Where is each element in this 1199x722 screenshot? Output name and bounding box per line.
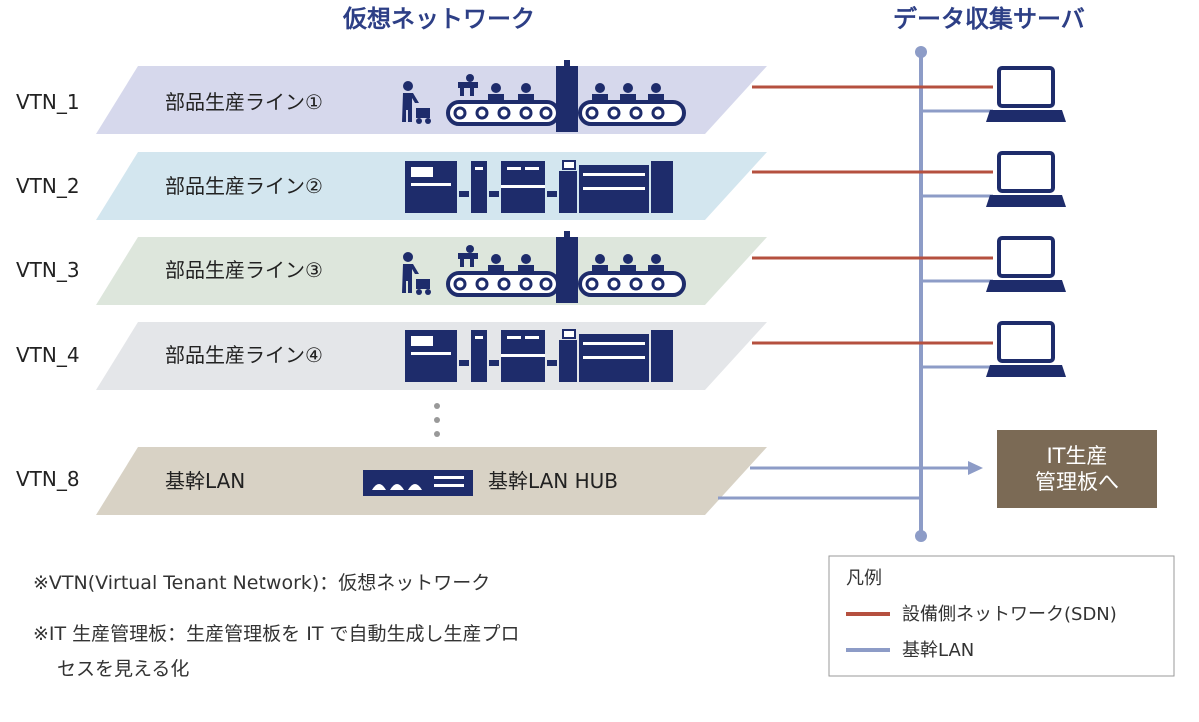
- vtn-label: VTN_8: [16, 467, 80, 491]
- backbone-bottom-node: [915, 530, 927, 542]
- layer-vtn-3: VTN_3 部品生産ライン③: [16, 229, 1068, 305]
- machine-line-icon: [404, 160, 674, 214]
- it-board-line2: 管理板へ: [1035, 470, 1119, 494]
- layer-label: 部品生産ライン②: [165, 174, 323, 198]
- ellipsis-dots: [434, 403, 440, 437]
- note-it-board-line1: ※IT 生産管理板：生産管理板を IT で自動生成し生産プロ: [33, 623, 519, 645]
- vtn-label: VTN_1: [16, 90, 80, 114]
- it-board-line1: IT生産: [1046, 443, 1108, 468]
- layer-label: 部品生産ライン③: [165, 258, 323, 282]
- layer-vtn-2: VTN_2 部品生産ライン②: [16, 151, 1068, 220]
- layer-label: 部品生産ライン①: [165, 90, 323, 114]
- backbone-top-node: [915, 46, 927, 58]
- laptop-icon: [984, 321, 1068, 379]
- note-it-board-line2: セスを見える化: [57, 658, 189, 680]
- machine-line-icon: [404, 329, 674, 383]
- vtn-label: VTN_4: [16, 343, 80, 367]
- data-server-header: データ収集サーバ: [893, 5, 1085, 33]
- hub-label: 基幹LAN HUB: [488, 469, 618, 493]
- legend-lan-label: 基幹LAN: [902, 640, 974, 661]
- legend-sdn-label: 設備側ネットワーク(SDN): [902, 604, 1117, 625]
- laptop-icon: [984, 236, 1068, 294]
- legend-title: 凡例: [846, 568, 882, 589]
- vtn-label: VTN_2: [16, 174, 80, 198]
- hub-icon: [363, 470, 473, 496]
- layer-vtn-4: VTN_4 部品生産ライン④: [16, 321, 1068, 390]
- layer-vtn-8: VTN_8 基幹LAN 基幹LAN HUB: [16, 447, 983, 515]
- legend: 凡例 設備側ネットワーク(SDN) 基幹LAN: [828, 555, 1175, 677]
- layer-label: 基幹LAN: [165, 469, 245, 493]
- layer-vtn-1: VTN_1 部品生産ライン①: [16, 58, 1068, 134]
- laptop-icon: [984, 66, 1068, 124]
- it-board-box: IT生産 管理板へ: [997, 430, 1157, 508]
- note-vtn: ※VTN(Virtual Tenant Network)：仮想ネットワーク: [33, 572, 490, 594]
- laptop-icon: [984, 151, 1068, 209]
- layer-label: 部品生産ライン④: [165, 343, 323, 367]
- arrow-right-icon: [968, 461, 983, 475]
- vtn-label: VTN_3: [16, 258, 80, 282]
- virtual-network-header: 仮想ネットワーク: [342, 5, 535, 33]
